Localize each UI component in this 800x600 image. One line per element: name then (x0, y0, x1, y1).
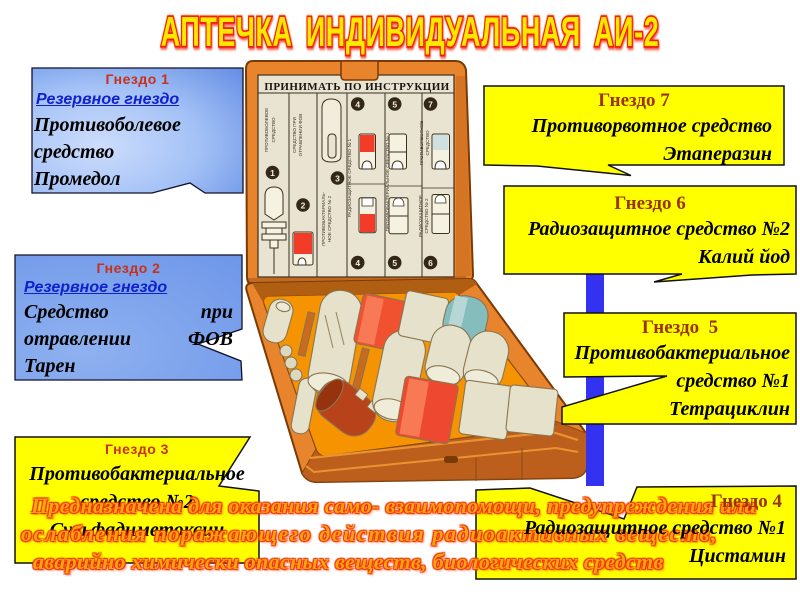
svg-text:2: 2 (301, 201, 306, 211)
svg-text:НОЕ СРЕДСТВО № 2: НОЕ СРЕДСТВО № 2 (327, 195, 332, 242)
svg-text:АПТЕЧКА ИНДИВИДУАЛЬНАЯ АИ-2: АПТЕЧКА ИНДИВИДУАЛЬНАЯ АИ-2 (161, 9, 660, 55)
svg-text:СРЕДСТВО ПРИ: СРЕДСТВО ПРИ (292, 117, 297, 153)
svg-text:5: 5 (392, 258, 397, 268)
svg-text:РАДИОЗАЩИТНОЕ СРЕДСТВО № 1: РАДИОЗАЩИТНОЕ СРЕДСТВО № 1 (347, 138, 352, 217)
svg-text:ПРОТИВОРВОТНОЕ: ПРОТИВОРВОТНОЕ (419, 121, 424, 166)
svg-text:СРЕДСТВО № 2: СРЕДСТВО № 2 (424, 198, 429, 233)
svg-text:1: 1 (270, 168, 275, 178)
svg-text:СРЕДСТВО: СРЕДСТВО (271, 117, 276, 142)
svg-text:ПРИНИМАТЬ ПО ИНСТРУКЦИИ: ПРИНИМАТЬ ПО ИНСТРУКЦИИ (264, 81, 449, 93)
svg-text:СРЕДСТВО: СРЕДСТВО (425, 130, 430, 155)
svg-text:7: 7 (428, 100, 433, 110)
svg-text:ОТРАВЛЕНИИ ФОВ: ОТРАВЛЕНИИ ФОВ (298, 114, 303, 157)
svg-text:ПРОТИВОБАКТЕРИАЛЬНОЕ СРЕДСТВО: ПРОТИВОБАКТЕРИАЛЬНОЕ СРЕДСТВО № 1 (385, 132, 390, 231)
svg-text:5: 5 (392, 100, 397, 110)
svg-text:4: 4 (355, 258, 360, 268)
svg-text:6: 6 (428, 258, 433, 268)
svg-text:ПРОТИВОБАКТЕРИАЛЬ-: ПРОТИВОБАКТЕРИАЛЬ- (321, 192, 326, 247)
svg-text:РАДИОЗАЩИТНОЕ: РАДИОЗАЩИТНОЕ (418, 195, 423, 237)
svg-text:3: 3 (335, 174, 340, 184)
svg-text:ПРОТИВОБОЛЕВОЕ: ПРОТИВОБОЛЕВОЕ (264, 108, 269, 153)
svg-text:4: 4 (355, 100, 360, 110)
